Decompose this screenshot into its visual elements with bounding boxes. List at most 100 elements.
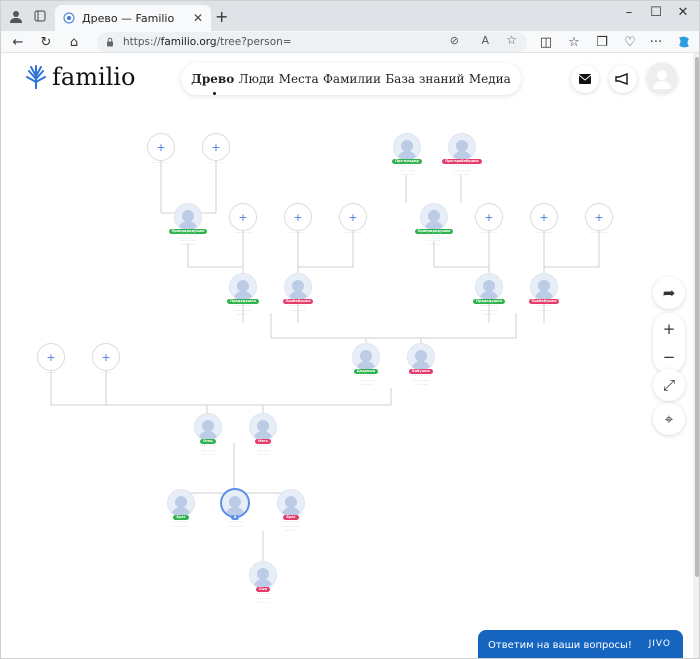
person-avatar[interactable]: [448, 133, 476, 161]
tracking-off-icon[interactable]: ⊘: [449, 34, 459, 47]
relation-pill: Бабушка: [409, 369, 433, 374]
add-relative-icon[interactable]: +: [202, 133, 230, 161]
logo-text: familio: [52, 63, 136, 91]
person-avatar[interactable]: [420, 203, 448, 231]
main-menu: Древо Люди Места Фамилии База знаний Мед…: [181, 63, 521, 95]
person-avatar[interactable]: [174, 203, 202, 231]
url-prefix: https://: [123, 36, 161, 48]
refresh-icon[interactable]: ↻: [40, 34, 52, 50]
relation-pill: Прапрадедушка: [168, 229, 208, 234]
relation-pill: Сын: [256, 587, 270, 592]
selected-person-avatar[interactable]: [220, 488, 250, 518]
relation-pill: Прадедушка: [473, 299, 505, 304]
add-relative-icon[interactable]: +: [284, 203, 312, 231]
minimize-button[interactable]: –: [625, 5, 633, 20]
fullscreen-button[interactable]: ⤢: [653, 369, 685, 401]
copilot-icon[interactable]: [675, 33, 693, 51]
person-avatar[interactable]: [475, 273, 503, 301]
person-avatar[interactable]: [407, 343, 435, 371]
placeholder-label: · · · · · · · ·: [535, 231, 553, 235]
zoom-out-button[interactable]: −: [662, 348, 676, 366]
add-relative-icon[interactable]: +: [37, 343, 65, 371]
add-relative-icon[interactable]: +: [92, 343, 120, 371]
person-avatar[interactable]: [352, 343, 380, 371]
collections-icon[interactable]: ❐: [596, 34, 608, 50]
favorites-icon[interactable]: ☆: [568, 34, 580, 50]
person-card: Прабабушка· · · · · · · ·· · · · · · ·: [272, 299, 324, 313]
active-tab[interactable]: Древо — Familio ✕: [55, 5, 211, 31]
placeholder-label: · · · · · · · ·: [590, 231, 608, 235]
relation-pill: Я: [230, 515, 240, 520]
placeholder-label: · · · · · · · ·: [234, 231, 252, 235]
profile-icon[interactable]: [7, 7, 25, 25]
person-avatar[interactable]: [393, 133, 421, 161]
zoom-in-button[interactable]: +: [662, 320, 676, 338]
home-icon[interactable]: ⌂: [69, 34, 79, 50]
split-screen-icon[interactable]: ◫: [539, 34, 553, 50]
relation-pill: Прапрадедушка: [414, 229, 454, 234]
familio-page: familio Древо Люди Места Фамилии База зн…: [1, 53, 693, 658]
navigation-bar: ← ↻ ⌂ https://familio.org/tree?person= ⊘…: [1, 31, 699, 53]
menu-item-media[interactable]: Медиа: [468, 72, 511, 86]
maximize-button[interactable]: ☐: [650, 5, 662, 20]
relation-pill: Пра-прабабушка: [442, 159, 482, 164]
menu-item-knowledge-base[interactable]: База знаний: [385, 72, 465, 86]
read-aloud-icon[interactable]: A: [481, 34, 489, 47]
scrollbar-thumb[interactable]: [695, 57, 699, 577]
person-card: Отец· · · · · · · ·· · · · · · · ·· · · …: [199, 439, 217, 458]
close-window-button[interactable]: ✕: [677, 5, 689, 20]
person-avatar[interactable]: [530, 273, 558, 301]
menu-item-surnames[interactable]: Фамилии: [322, 72, 382, 86]
new-tab-button[interactable]: +: [215, 7, 229, 26]
person-card: Брат· · · · · · · ·· · · · · · ·: [172, 515, 190, 529]
person-avatar[interactable]: [249, 561, 277, 589]
menu-item-people[interactable]: Люди: [238, 72, 275, 86]
add-relative-icon[interactable]: +: [475, 203, 503, 231]
favorite-star-icon[interactable]: ☆: [506, 33, 517, 47]
person-card: Я· · · · · · · ·· · · · · · ·: [226, 515, 244, 529]
person-card: Прадедушка· · · · · · · ·· · · · · · · ·…: [217, 299, 269, 318]
relation-pill: Дедушка: [353, 369, 379, 374]
back-icon[interactable]: ←: [12, 34, 24, 50]
placeholder-label: · · · · · · · ·: [480, 231, 498, 235]
relation-pill: Брат: [173, 515, 189, 520]
person-avatar[interactable]: [249, 413, 277, 441]
zoom-controls: + −: [653, 313, 685, 373]
add-relative-icon[interactable]: +: [339, 203, 367, 231]
add-relative-icon[interactable]: +: [147, 133, 175, 161]
tree-logo-icon: [26, 65, 46, 89]
menu-item-places[interactable]: Места: [278, 72, 319, 86]
extension-icon[interactable]: ♡: [624, 34, 636, 50]
person-card: Прабабушка· · · · · · · ·· · · · · ·: [518, 299, 570, 313]
url-path: /tree?person=: [216, 36, 292, 48]
person-card: Бабушка· · · · · · · ·· · · · · · · ·· ·…: [395, 369, 447, 388]
menu-item-tree[interactable]: Древо: [191, 72, 235, 95]
person-card: Брат· · · · · · · ·· · · · · · · ·· · · …: [282, 515, 300, 534]
address-bar[interactable]: https://familio.org/tree?person= ⊘ A ☆: [97, 32, 527, 52]
notifications-button[interactable]: [609, 65, 637, 93]
placeholder-label: · · · · ·: [45, 371, 57, 375]
user-avatar[interactable]: [647, 63, 677, 93]
add-relative-icon[interactable]: +: [585, 203, 613, 231]
page-scrollbar[interactable]: [693, 53, 699, 658]
familio-logo[interactable]: familio: [25, 63, 135, 91]
person-avatar[interactable]: [284, 273, 312, 301]
placeholder-label: · · · · · · · ·: [289, 231, 307, 235]
person-avatar[interactable]: [194, 413, 222, 441]
tab-actions-icon[interactable]: [31, 7, 49, 25]
relation-pill: Прабабушка: [282, 299, 314, 304]
more-menu-icon[interactable]: ···: [649, 34, 663, 50]
familio-favicon-icon: [63, 12, 75, 24]
tab-close-icon[interactable]: ✕: [192, 11, 203, 25]
add-relative-icon[interactable]: +: [530, 203, 558, 231]
mail-button[interactable]: [571, 65, 599, 93]
person-avatar[interactable]: [229, 273, 257, 301]
add-relative-icon[interactable]: +: [229, 203, 257, 231]
person-avatar[interactable]: [167, 489, 195, 517]
screenshot-button[interactable]: ⌖: [653, 403, 685, 435]
share-button[interactable]: ➦: [653, 277, 685, 309]
chat-widget[interactable]: Ответим на ваши вопросы! JIVO: [478, 630, 683, 658]
person-avatar[interactable]: [277, 489, 305, 517]
url-domain: familio.org: [160, 36, 217, 48]
